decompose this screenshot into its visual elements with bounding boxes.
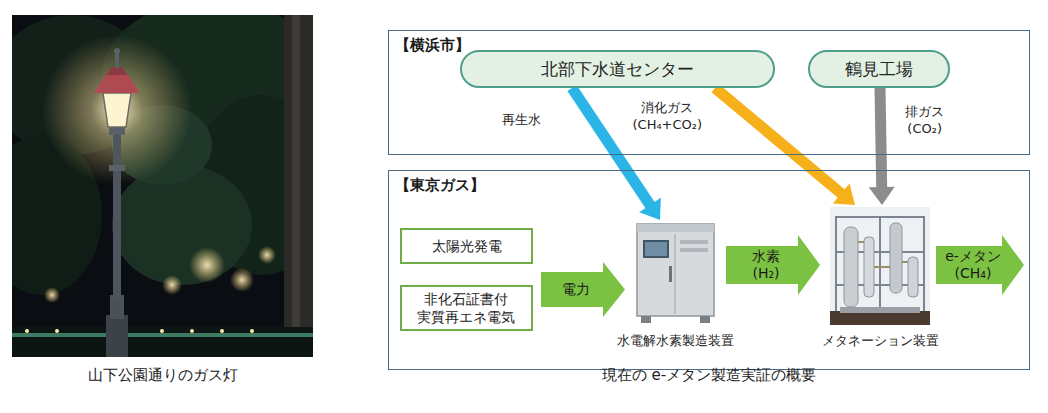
illustration-part (94, 75, 140, 93)
flow-label: 電力 (555, 281, 597, 299)
equipment-unit: メタネーション装置 (815, 205, 945, 350)
illustration-part (836, 217, 924, 317)
illustration-part (890, 223, 902, 293)
flow-arrow: 水素 (H₂) (726, 235, 820, 295)
illustration-part (190, 329, 194, 333)
figure-caption: 現在の e-メタン製造実証の概要 (388, 366, 1030, 385)
connector-shaft (715, 88, 842, 194)
photo-caption: 山下公園通りのガス灯 (12, 366, 313, 385)
facility-name: 北部下水道センター (541, 58, 694, 80)
gas-lamp-photo (12, 15, 313, 357)
source-name: 非化石証書付 実質再エネ電気 (417, 290, 516, 326)
electrolyzer-illustration (633, 222, 718, 325)
illustration-part (864, 237, 874, 297)
region-heading: 【横浜市】 (395, 36, 470, 55)
illustration-part (114, 48, 120, 54)
equipment-name: メタネーション装置 (820, 332, 941, 350)
illustration-part (840, 307, 920, 313)
illustration-part (641, 316, 651, 323)
illustration-part (902, 261, 908, 263)
equipment-name: 水電解水素製造装置 (615, 332, 736, 350)
block-arrow-body (541, 262, 625, 317)
illustration-part (25, 329, 29, 333)
illustration-part (680, 240, 708, 244)
illustration-part (189, 247, 225, 283)
flow-label: 再生水 (500, 112, 543, 129)
source-name: 太陽光発電 (432, 237, 502, 255)
illustration-part (103, 93, 131, 127)
illustration-part (284, 15, 313, 357)
illustration-part (292, 15, 300, 357)
illustration-part (12, 327, 313, 357)
illustration-part (700, 316, 710, 323)
illustration-part (250, 329, 254, 333)
illustration-part (160, 329, 164, 333)
flow-label: e-メタン (CH₄) (943, 248, 1003, 283)
illustration-part (874, 266, 890, 268)
illustration-part (680, 248, 708, 252)
illustration-part (106, 67, 128, 75)
illustration-part (162, 275, 182, 295)
power-source-box: 太陽光発電 (400, 228, 533, 264)
illustration-part (113, 133, 121, 299)
flow-label: 消化ガス (CH₄+CO₂) (625, 100, 710, 134)
illustration-part (637, 224, 714, 316)
illustration-part (106, 315, 128, 357)
illustration-part (908, 257, 918, 297)
illustration-part (844, 227, 858, 307)
illustration-part (645, 242, 667, 256)
illustration-part (858, 241, 864, 243)
facility-name: 鶴見工場 (845, 58, 913, 80)
facility-box: 北部下水道センター (460, 50, 775, 88)
connector-shaft (880, 88, 882, 188)
illustration-part (103, 93, 131, 127)
illustration-part (830, 311, 930, 325)
region-heading: 【東京ガス】 (395, 176, 485, 195)
illustration-part (858, 242, 908, 267)
illustration-part (220, 329, 224, 333)
power-source-box: 非化石証書付 実質再エネ電気 (400, 285, 533, 331)
illustration-part (637, 224, 714, 232)
illustration-part (109, 127, 125, 135)
illustration-part (675, 234, 676, 314)
organization-region: 【東京ガス】太陽光発電非化石証書付 実質再エネ電気 電力水電解水素製造装置 水素 (… (388, 170, 1030, 370)
illustration-part (830, 207, 930, 325)
illustration-part (115, 53, 119, 68)
block-arrow-body (726, 235, 820, 295)
block-arrow-body (936, 235, 1024, 295)
illustration-part (44, 287, 60, 303)
flow-connector (869, 88, 895, 205)
illustration-part (643, 240, 669, 258)
flow-label: 排ガス (CO₂) (898, 104, 951, 138)
arrow-head (833, 183, 855, 205)
arrow-head (869, 187, 895, 205)
facility-box: 鶴見工場 (808, 50, 950, 88)
flow-arrow: e-メタン (CH₄) (936, 235, 1024, 295)
illustration-part (258, 246, 276, 264)
illustration-part (25, 329, 254, 333)
illustration-part (669, 266, 672, 282)
equipment-unit: 水電解水素製造装置 (610, 220, 740, 350)
illustration-part (836, 217, 924, 317)
methanation-illustration (830, 207, 930, 325)
arrow-head (639, 198, 661, 220)
flow-label: 水素 (H₂) (745, 248, 787, 283)
illustration-part (230, 268, 254, 292)
illustration-part (55, 329, 59, 333)
flow-arrow: 電力 (541, 262, 625, 317)
illustration-part (109, 165, 125, 171)
flow-connector (715, 88, 855, 205)
illustration-part (12, 333, 313, 337)
